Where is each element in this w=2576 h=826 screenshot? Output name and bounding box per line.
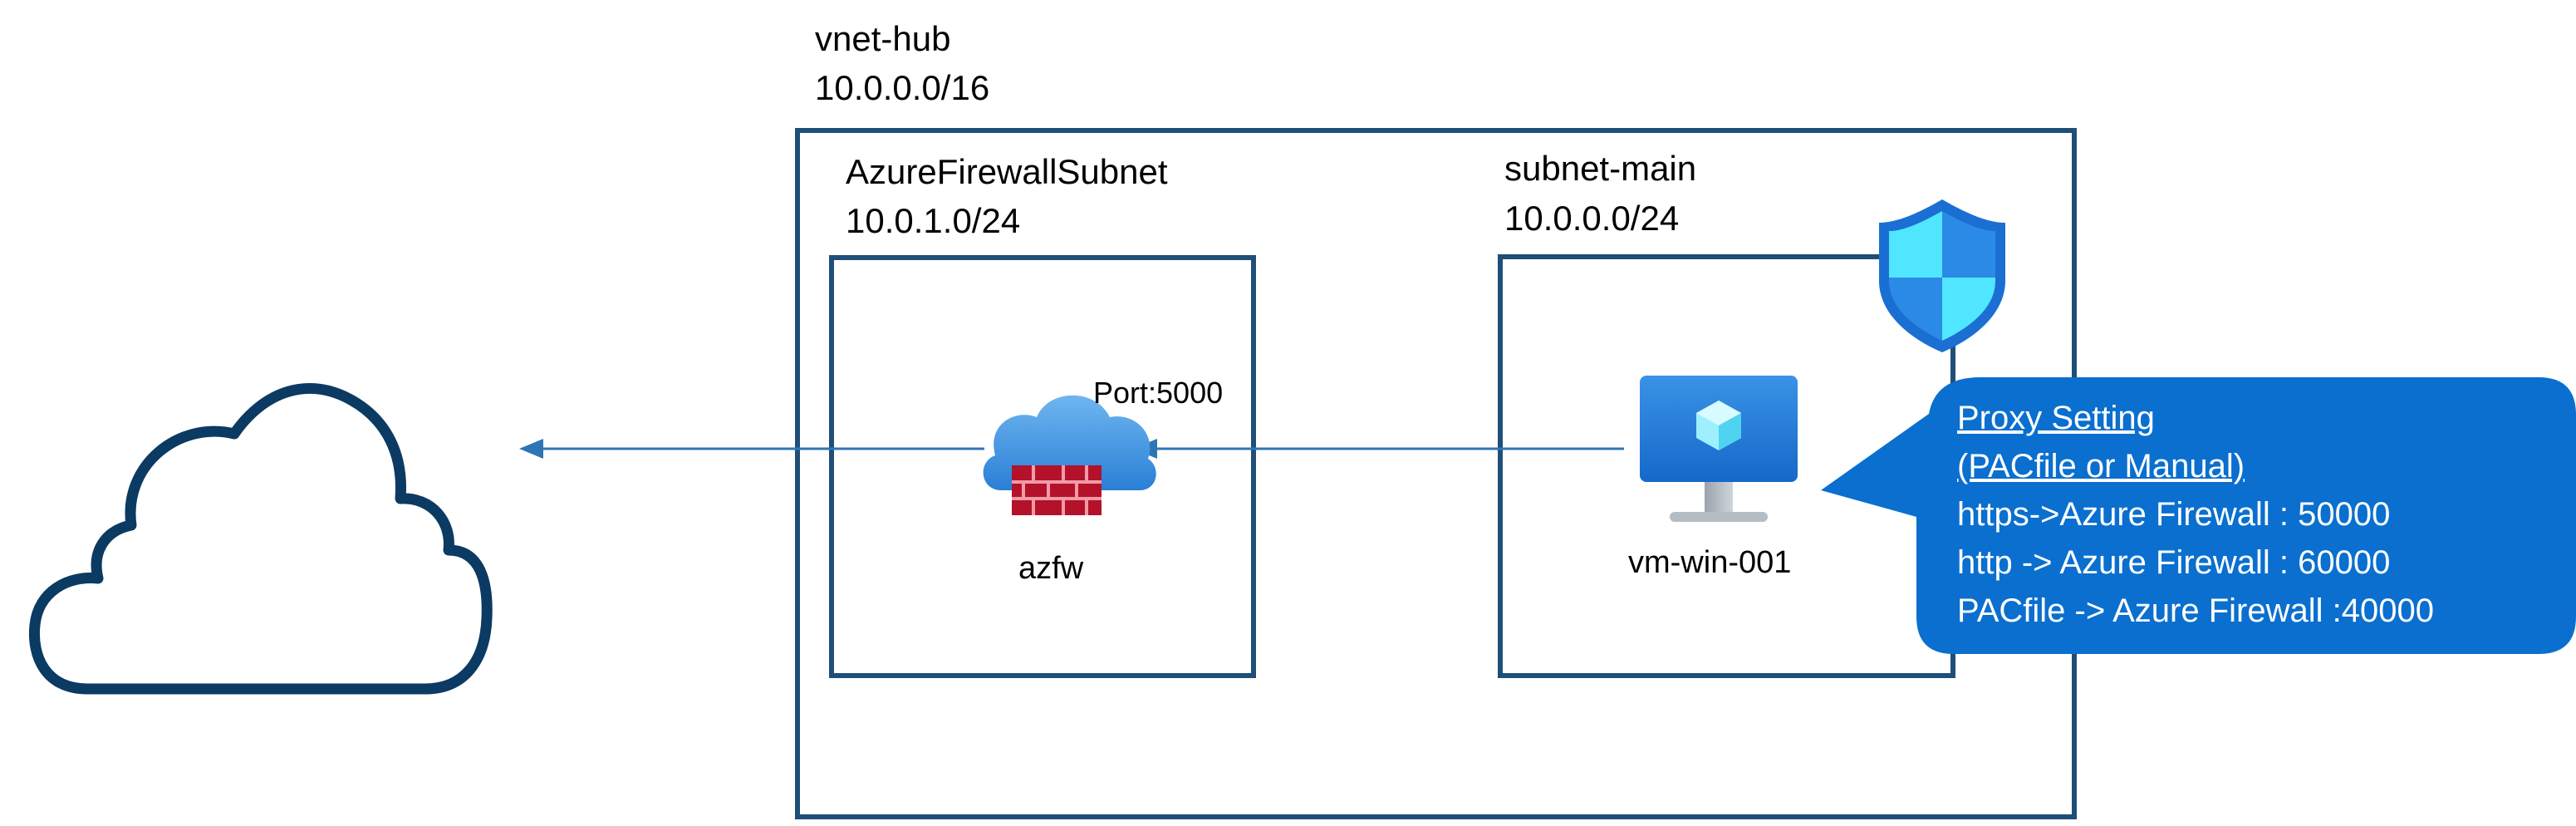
callout-http-rule: http -> Azure Firewall : 60000 bbox=[1957, 544, 2391, 581]
cloud-icon bbox=[28, 383, 493, 695]
callout-subtitle: (PACfile or Manual) bbox=[1957, 448, 2245, 484]
security-shield-icon bbox=[1879, 199, 2005, 352]
main-subnet-cidr: 10.0.0.0/24 bbox=[1504, 199, 1680, 238]
proxy-setting-callout bbox=[1821, 377, 2576, 654]
virtual-machine-icon bbox=[1640, 376, 1798, 522]
main-subnet-label: subnet-main bbox=[1504, 149, 1697, 188]
azure-firewall-icon bbox=[983, 395, 1156, 515]
callout-title: Proxy Setting bbox=[1957, 400, 2155, 436]
vnet-hub-cidr: 10.0.0.0/16 bbox=[815, 68, 990, 107]
callout-https-rule: https->Azure Firewall : 50000 bbox=[1957, 496, 2391, 533]
arrow-vm-to-firewall bbox=[1133, 439, 1624, 459]
vm-name: vm-win-001 bbox=[1628, 545, 1792, 580]
vnet-hub-label: vnet-hub bbox=[815, 19, 951, 58]
firewall-subnet-label: AzureFirewallSubnet bbox=[846, 152, 1168, 191]
firewall-name: azfw bbox=[1018, 551, 1084, 586]
firewall-port-label: Port:5000 bbox=[1093, 376, 1224, 410]
callout-text: Proxy Setting (PACfile or Manual) https-… bbox=[1957, 394, 2434, 635]
firewall-subnet-box bbox=[829, 255, 1256, 678]
firewall-subnet-cidr: 10.0.1.0/24 bbox=[846, 201, 1021, 240]
callout-pacfile-rule: PACfile -> Azure Firewall :40000 bbox=[1957, 592, 2434, 629]
arrow-firewall-to-internet bbox=[519, 439, 984, 459]
